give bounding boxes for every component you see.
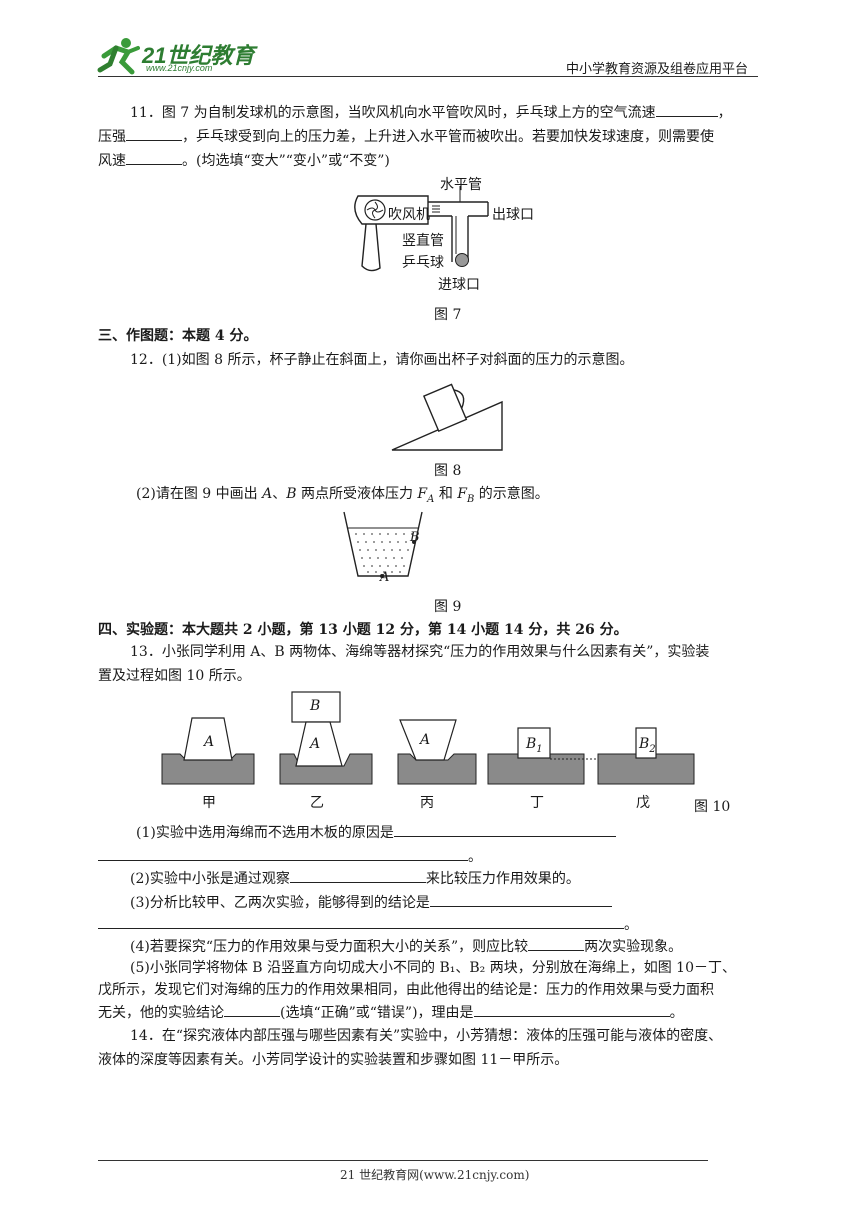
- q13-line1: 13．小张同学利用 A、B 两物体、海绵等器材探究“压力的作用效果与什么因素有关…: [130, 644, 710, 660]
- figure-9: [343, 511, 423, 578]
- q11-line3: 风速。(均选填“变大”“变小”或“不变”): [98, 148, 778, 173]
- q13-part1-line2: 。: [98, 844, 778, 869]
- header-logo: 21世纪教育 www.21cnjy.com: [96, 36, 256, 76]
- fig7-caption: 图 7: [434, 307, 462, 323]
- q12-line1: 12．(1)如图 8 所示，杯子静止在斜面上，请你画出杯子对斜面的压力的示意图。: [130, 352, 634, 368]
- blank-q13-2[interactable]: [289, 866, 426, 883]
- fig10-A-yi: A: [310, 736, 321, 752]
- fig8-caption: 图 8: [434, 463, 462, 479]
- header-rule: [98, 76, 758, 77]
- q13-part2: (2)实验中小张是通过观察来比较压力作用效果的。: [130, 866, 810, 891]
- label-vertical-pipe: 竖直管: [402, 233, 444, 249]
- q11-line2: 压强，乒乓球受到向上的压力差，上升进入水平管而被吹出。若要加快发球速度，则需要使: [98, 124, 778, 149]
- blank-q13-3a[interactable]: [429, 890, 612, 907]
- label-exit: 出球口: [492, 207, 534, 223]
- q13-part5-line3: 无关，他的实验结论(选填“正确”或“错误”)，理由是。: [98, 1000, 778, 1025]
- blank-q11-2[interactable]: [126, 124, 182, 141]
- fig10-label-wu: 戊: [636, 795, 650, 811]
- figure-8: [391, 383, 503, 451]
- q13-line2: 置及过程如图 10 所示。: [98, 668, 251, 684]
- fig10-label-bing: 丙: [420, 795, 434, 811]
- q13-part4: (4)若要探究“压力的作用效果与受力面积大小的关系”，则应比较两次实验现象。: [130, 934, 810, 959]
- runner-icon: [97, 38, 140, 75]
- platform-name: 中小学教育资源及组卷应用平台: [566, 62, 749, 77]
- q11-line1: 11．图 7 为自制发球机的示意图，当吹风机向水平管吹风时，乒乓球上方的空气流速…: [130, 100, 810, 125]
- blank-q13-5b[interactable]: [473, 1000, 670, 1017]
- fig9-label-A: A: [380, 570, 390, 585]
- fig10-label-yi: 乙: [310, 795, 324, 811]
- label-ball: 乒乓球: [402, 255, 444, 271]
- fig10-B2: B2: [639, 736, 656, 755]
- blank-q13-4[interactable]: [528, 934, 585, 951]
- blank-q11-3[interactable]: [126, 148, 182, 165]
- blank-q13-5a[interactable]: [224, 1000, 280, 1017]
- q14-line1: 14．在“探究液体内部压强与哪些因素有关”实验中，小芳猜想：液体的压强可能与液体…: [130, 1028, 723, 1044]
- q13-part3-line1: (3)分析比较甲、乙两次实验，能够得到的结论是: [130, 890, 810, 915]
- blank-q13-1a[interactable]: [393, 820, 616, 837]
- fig10-B-yi: B: [310, 698, 321, 714]
- logo-title: 21世纪教育: [142, 43, 255, 68]
- q13-part3-line2: 。: [98, 912, 778, 937]
- fig9-caption: 图 9: [434, 599, 462, 615]
- figure-7-drawing: [354, 186, 489, 272]
- section-3-title: 三、作图题：本题 4 分。: [98, 328, 258, 344]
- fig10-B1: B1: [526, 736, 543, 755]
- q14-line2: 液体的深度等因素有关。小芳同学设计的实验装置和步骤如图 11－甲所示。: [98, 1052, 569, 1068]
- q13-part5-line2: 戊所示，发现它们对海绵的压力的作用效果相同，由此他得出的结论是：压力的作用效果与…: [98, 982, 714, 998]
- fig10-A-jia: A: [204, 734, 215, 750]
- q13-part1-line1: (1)实验中选用海绵而不选用木板的原因是: [136, 820, 816, 845]
- label-horizontal-pipe: 水平管: [440, 177, 482, 193]
- q13-part5-line1: (5)小张同学将物体 B 沿竖直方向切成大小不同的 B₁、B₂ 两块，分别放在海…: [130, 960, 736, 976]
- footer-text: 21 世纪教育网(www.21cnjy.com): [340, 1168, 530, 1182]
- section-4-title: 四、实验题：本大题共 2 小题，第 13 小题 12 分，第 14 小题 14 …: [98, 622, 628, 638]
- blank-q13-3b[interactable]: [98, 912, 624, 929]
- fig10-A-bing: A: [420, 732, 431, 748]
- q12-line2: (2)请在图 9 中画出 A、B 两点所受液体压力 FA 和 FB 的示意图。: [136, 486, 549, 505]
- figure-10: [161, 691, 695, 785]
- footer-rule: [98, 1160, 708, 1161]
- blank-q13-1b[interactable]: [98, 844, 468, 861]
- fig10-caption: 图 10: [694, 799, 731, 815]
- fig9-label-B: B: [410, 530, 420, 545]
- fig10-label-jia: 甲: [202, 795, 216, 811]
- label-entry: 进球口: [438, 277, 480, 293]
- figure-7: 水平管 吹风机 出球口 竖直管 乒乓球 进球口: [340, 172, 540, 300]
- fig10-label-ding: 丁: [530, 795, 544, 811]
- logo-url: www.21cnjy.com: [146, 63, 213, 73]
- blank-q11-1[interactable]: [655, 100, 718, 117]
- label-hair-dryer: 吹风机: [388, 207, 430, 223]
